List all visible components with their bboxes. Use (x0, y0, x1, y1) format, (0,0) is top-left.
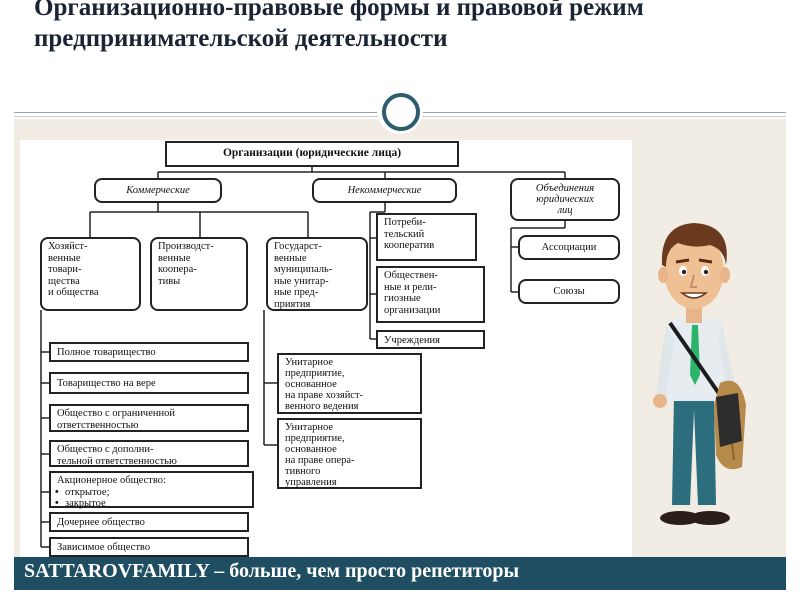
economic-partnerships-box: Хозяйст- венные товари- щества и обществ… (40, 237, 141, 311)
footer-text: SATTAROVFAMILY – больше, чем просто репе… (24, 560, 520, 582)
full-partnership-box: Полное товарищество (49, 342, 249, 362)
llc-box: Общество с ограниченной ответственностью (49, 404, 249, 432)
dependent-box: Зависимое общество (49, 537, 249, 557)
alc-box: Общество с дополни- тельной ответственно… (49, 440, 249, 467)
commercial-box: Коммерческие (94, 178, 222, 203)
jsc-type-item: закрытое (55, 498, 246, 510)
institutions-box: Учреждения (376, 330, 485, 349)
noncommercial-box: Некоммерческие (312, 178, 457, 203)
public-religious-orgs-box: Обществен- ные и рели- гиозные организац… (376, 266, 485, 323)
unitary-operational-box: Унитарное предприятие, основанное на пра… (277, 418, 422, 489)
jsc-type-list: открытое; закрытое (55, 487, 246, 510)
cartoon-person-icon (653, 223, 746, 525)
production-cooperatives-box: Производст- венные коопера- тивы (150, 237, 248, 311)
jsc-type-item: открытое; (55, 487, 246, 499)
consumer-cooperative-box: Потреби- тельский кооператив (376, 213, 477, 261)
unions-item-box: Союзы (518, 279, 620, 304)
subsidiary-box: Дочернее общество (49, 512, 249, 532)
associations-item-box: Ассоциации (518, 235, 620, 260)
slide-footer: SATTAROVFAMILY – больше, чем просто репе… (14, 557, 786, 590)
unitary-economic-box: Унитарное предприятие, основанное на пра… (277, 353, 422, 414)
state-unitary-box: Государст- венные муниципаль- ные унитар… (266, 237, 368, 311)
joint-stock-company-box: Акционерное общество: открытое; закрытое (49, 471, 254, 510)
jsc-label: Акционерное общество: (57, 475, 166, 486)
divider-ring-icon (382, 93, 420, 131)
associations-box: Объединения юридических лиц (510, 178, 620, 221)
root-organizations-box: Организации (юридические лица) (165, 141, 459, 167)
slide-title: Организационно-правовые формы и правовой… (34, 0, 644, 52)
limited-partnership-box: Товарищество на вере (49, 372, 249, 394)
